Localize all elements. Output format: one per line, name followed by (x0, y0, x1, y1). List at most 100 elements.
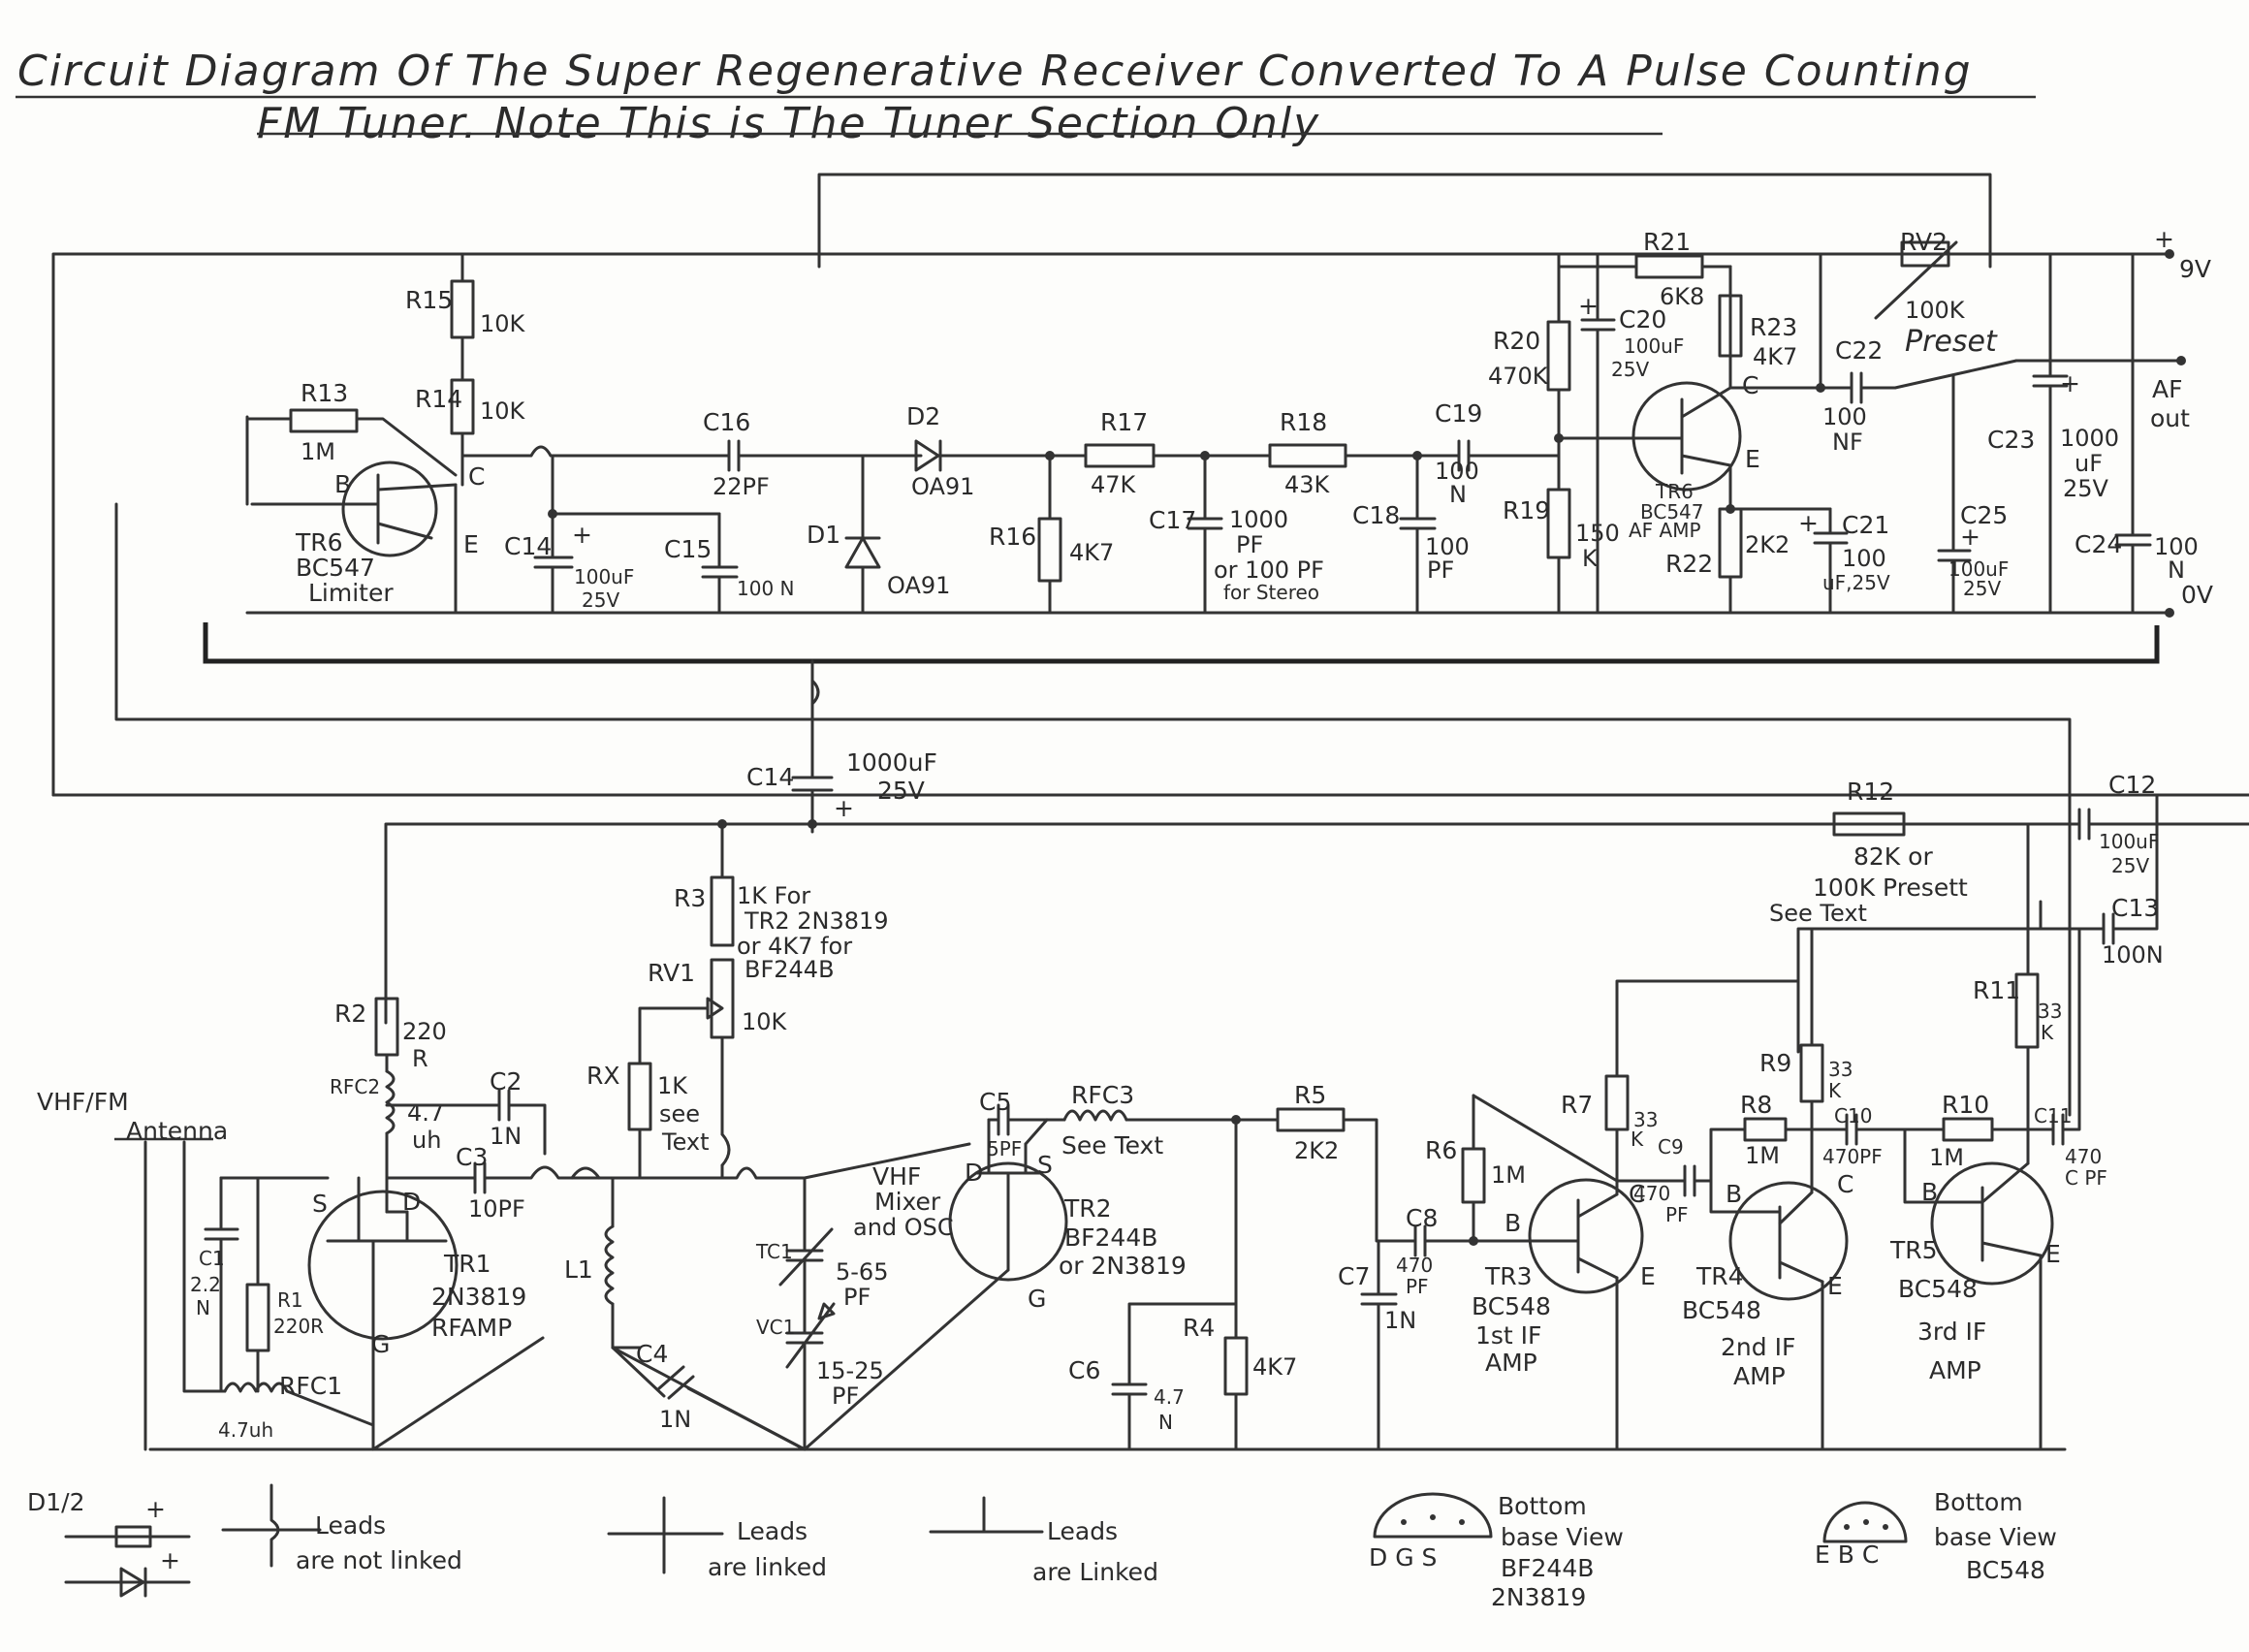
tr5-b-label: B (1921, 1178, 1938, 1206)
rx-v3: Text (661, 1128, 710, 1156)
r23-ref: R23 (1750, 313, 1797, 341)
r2-v2: R (412, 1045, 428, 1072)
r8-val: 1M (1745, 1142, 1780, 1169)
c18-v1: 100 (1425, 533, 1470, 560)
r1-val: 220R (273, 1315, 324, 1338)
r5-ref: R5 (1294, 1081, 1326, 1109)
rv2-ref: RV2 (1900, 228, 1948, 256)
rv1-val: 10K (742, 1008, 788, 1035)
tr1-d-label: D (402, 1188, 421, 1216)
legend-linked-b-2: are Linked (1032, 1558, 1158, 1586)
title-line-2: FM Tuner. Note This is The Tuner Section… (257, 99, 1320, 148)
tr5-ref: TR5 (1889, 1236, 1938, 1264)
c16-val: 22PF (713, 473, 770, 500)
c17-v4: for Stereo (1223, 581, 1319, 604)
r7-ref: R7 (1561, 1091, 1593, 1119)
vc1-v1: 15-25 (816, 1357, 884, 1384)
d1-val: OA91 (887, 572, 950, 599)
legend-bjt-pins: E B C (1815, 1541, 1879, 1569)
r7-v1: 33 (1633, 1108, 1658, 1131)
c5-ref: C5 (979, 1088, 1011, 1116)
r4-resistor (1223, 1336, 1249, 1396)
l1-ref: L1 (564, 1255, 593, 1284)
rx-ref: RX (586, 1062, 620, 1090)
tr6a-ref: TR6 (295, 528, 343, 556)
c6-ref: C6 (1068, 1356, 1100, 1384)
c12-v1: 100uF (2099, 830, 2159, 853)
c12-ref: C12 (2108, 771, 2156, 799)
r12-v3: See Text (1769, 900, 1867, 927)
tr1-rf-amp (307, 1176, 459, 1451)
c8-ref: C8 (1406, 1204, 1438, 1232)
tr6b-type: BC547 (1640, 500, 1704, 524)
c7-ref: C7 (1338, 1262, 1370, 1290)
rv2-v2: Preset (1905, 325, 1998, 359)
tr3-fn-2: AMP (1485, 1349, 1537, 1377)
c14b-v2: 25V (877, 777, 925, 805)
tr6a-e-label: E (463, 530, 479, 558)
c8-v2: PF (1406, 1275, 1429, 1298)
tr6a-b-label: B (334, 470, 351, 498)
r16-ref: R16 (989, 523, 1036, 551)
c25-ref: C25 (1960, 501, 2008, 529)
r15-resistor (450, 279, 475, 339)
tr2-alt: or 2N3819 (1059, 1252, 1187, 1280)
c14b-v1: 1000uF (846, 748, 937, 777)
legend-plus-2: + (160, 1546, 180, 1574)
c14b-plus: + (834, 794, 854, 822)
rfc1-val: 4.7uh (218, 1418, 273, 1442)
r17-val: 47K (1091, 471, 1137, 498)
r6-resistor (1461, 1147, 1486, 1204)
c24-v2: N (2168, 556, 2185, 584)
r12-v1: 82K or (1853, 842, 1933, 871)
c23-plus: + (2060, 369, 2080, 397)
c19-ref: C19 (1435, 399, 1482, 428)
r17-resistor (1084, 443, 1156, 468)
c9-v2: PF (1665, 1203, 1689, 1226)
r11-ref: R11 (1973, 976, 2020, 1004)
c24-ref: C24 (2075, 530, 2122, 558)
c25-plus: + (1960, 523, 1980, 551)
tr3-c-label: C (1629, 1180, 1645, 1208)
rfc3-ref: RFC3 (1071, 1081, 1134, 1109)
rails (51, 173, 2249, 1451)
rv2-preset (1900, 240, 1950, 268)
c14a-ref: C14 (504, 532, 552, 560)
tr5-fn: 3rd IF (1917, 1318, 1986, 1346)
tr3-1st-if-amp (1528, 1178, 1644, 1451)
legend-bjt-2: base View (1934, 1523, 2057, 1551)
r19-v2: K (1582, 545, 1599, 572)
legend-bjt-3: BC548 (1966, 1556, 2045, 1584)
legend-linked-a-1: Leads (737, 1517, 808, 1545)
c10-val: 470PF (1822, 1145, 1883, 1168)
c3-ref: C3 (456, 1143, 488, 1171)
r11-v2: K (2041, 1021, 2054, 1044)
tr2-mixer-osc (803, 1118, 1068, 1451)
r23-resistor (1718, 294, 1743, 358)
d1-ref: D1 (807, 521, 840, 549)
c22-v1: 100 (1822, 403, 1867, 430)
c23-v1: 1000 (2060, 425, 2119, 452)
tr6a-fn: Limiter (308, 579, 394, 607)
rx-v2: see (659, 1100, 700, 1128)
legend-fet-1: Bottom (1498, 1492, 1587, 1520)
c23-v3: 25V (2063, 475, 2109, 502)
c17-v3: or 100 PF (1214, 556, 1324, 584)
title-line-1: Circuit Diagram Of The Super Regenerativ… (17, 47, 1973, 96)
tr6-limiter (245, 415, 458, 615)
tr3-type: BC548 (1472, 1292, 1551, 1320)
legend-not-linked-2: are not linked (296, 1546, 462, 1574)
c14a-plus: + (572, 521, 592, 549)
antenna-label-1: VHF/FM (37, 1088, 129, 1116)
tr3-e-label: E (1640, 1262, 1656, 1290)
c11-v2: C PF (2065, 1166, 2107, 1190)
tr2-type: BF244B (1064, 1223, 1157, 1252)
c14a-v2: 25V (582, 588, 619, 612)
rx-resistor (627, 1062, 652, 1131)
tr4-type: BC548 (1682, 1296, 1761, 1324)
r3-v4: BF244B (744, 956, 835, 983)
r3-resistor (710, 875, 735, 947)
c19-v2: N (1449, 481, 1467, 508)
r2-v1: 220 (402, 1018, 447, 1045)
c20-v2: 25V (1611, 358, 1649, 381)
